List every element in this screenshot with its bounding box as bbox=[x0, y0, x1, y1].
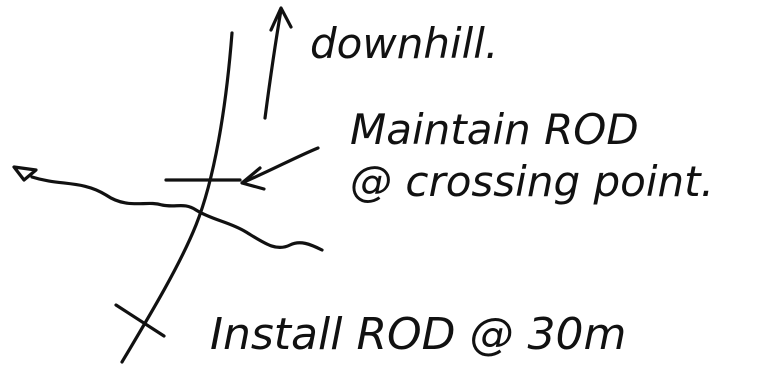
install-cross bbox=[114, 303, 166, 338]
downhill-arrow-shaft bbox=[263, 8, 283, 120]
install-rod-label: Install ROD @ 30m bbox=[210, 309, 626, 360]
pointer-arrowhead bbox=[240, 166, 266, 191]
downhill-label: downhill. bbox=[310, 19, 498, 68]
triangle-down-icon bbox=[12, 165, 38, 182]
watercourse-line bbox=[30, 175, 324, 252]
arrow-up-icon bbox=[269, 6, 293, 32]
crossing-point-label: @ crossing point. bbox=[350, 157, 714, 206]
road-line bbox=[120, 31, 234, 364]
maintain-rod-label: Maintain ROD bbox=[350, 105, 639, 154]
pointer-arrow-shaft bbox=[242, 146, 320, 184]
